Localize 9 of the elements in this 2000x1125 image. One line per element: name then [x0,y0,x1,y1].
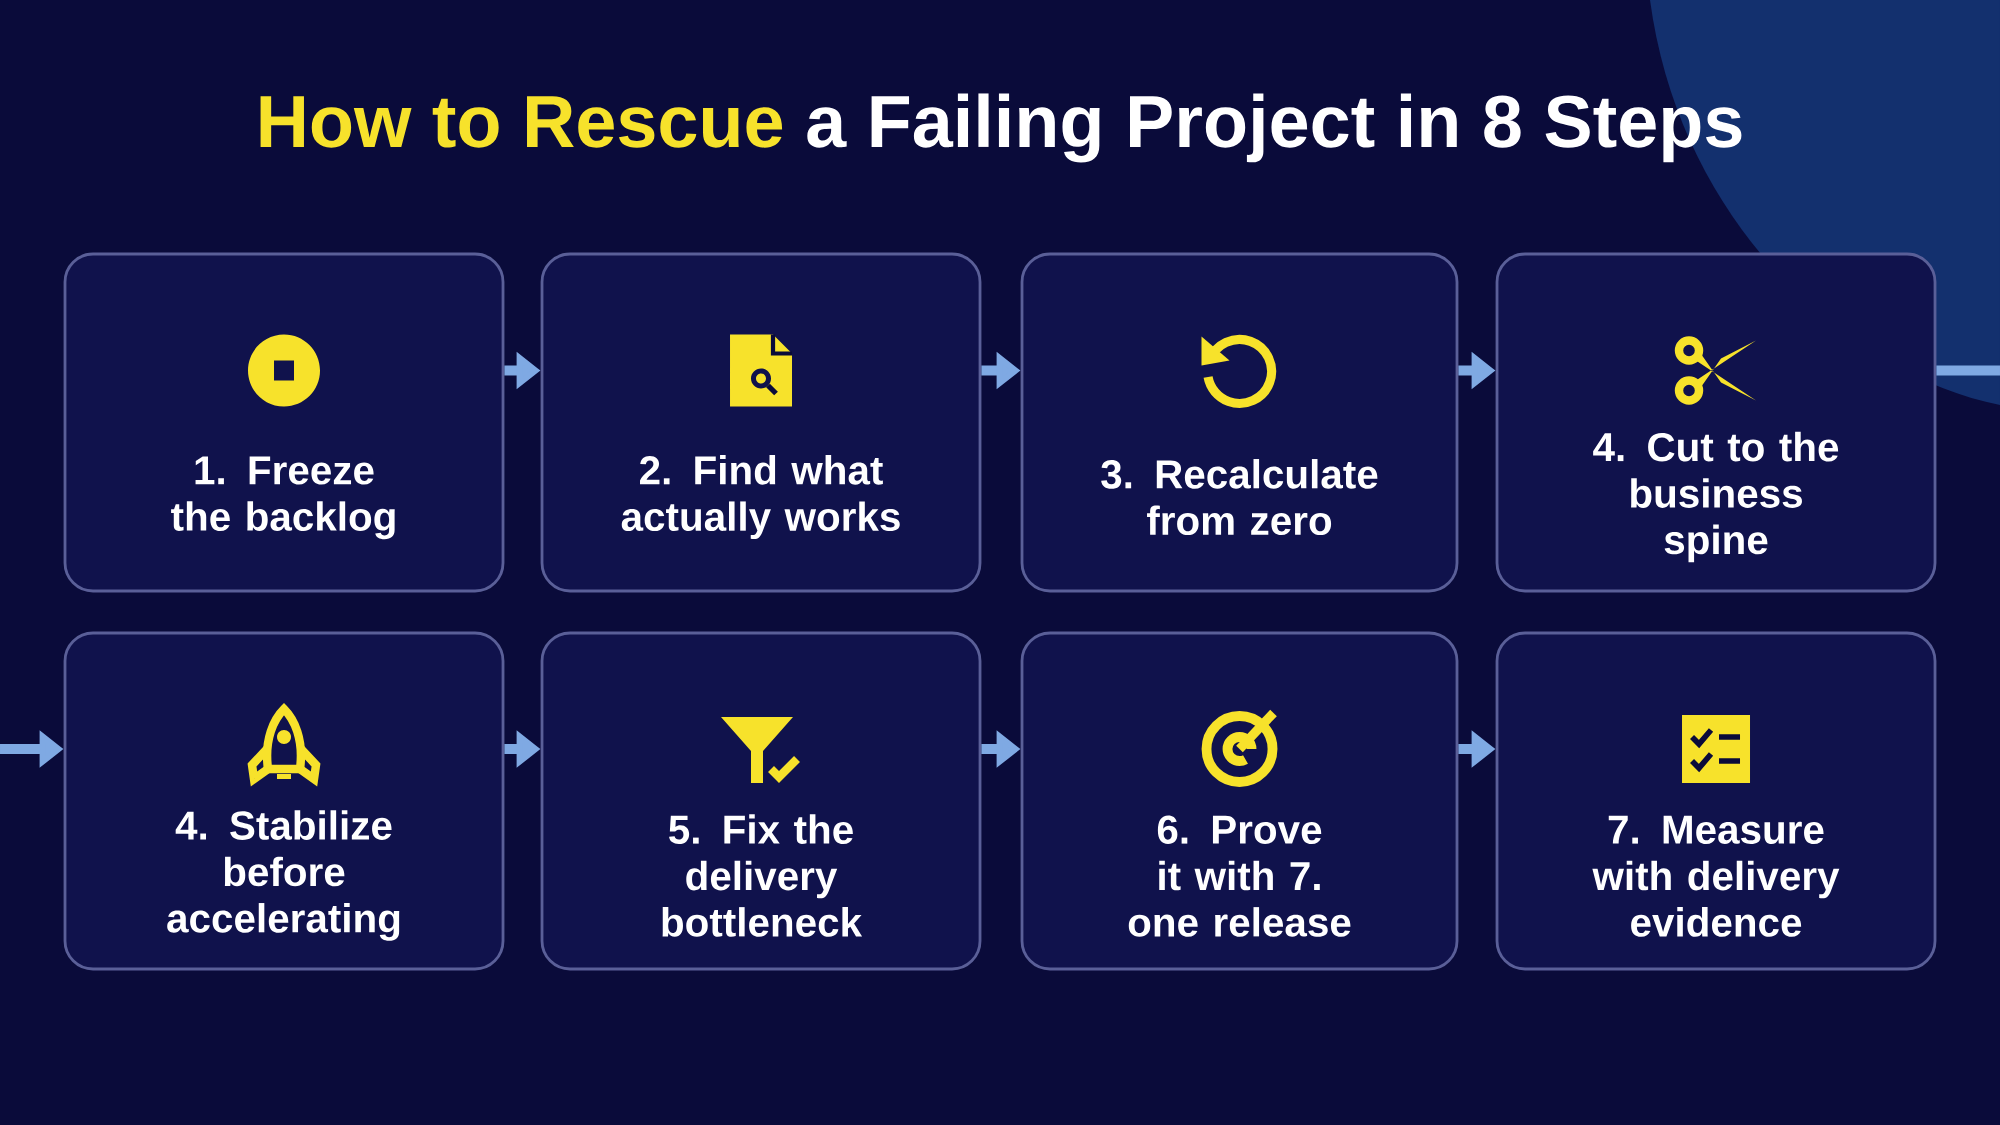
step-card: 1. Freeze the backlog [63,252,505,593]
step-card: 4. Cut to the business spine [1495,252,1937,593]
step-card: 6. Prove it with 7. one release [1020,631,1459,971]
step-card: 2. Find what actually works [540,252,982,593]
step-card: 4. Stabilize before accelerating [63,631,505,971]
step-card: 5. Fix the delivery bottleneck [540,631,982,971]
step-card: 7. Measure with delivery evidence [1495,631,1937,971]
step-card: 3. Recalculate from zero [1020,252,1459,593]
title: How to Rescue a Failing Project in 8 Steps [260,93,1742,163]
